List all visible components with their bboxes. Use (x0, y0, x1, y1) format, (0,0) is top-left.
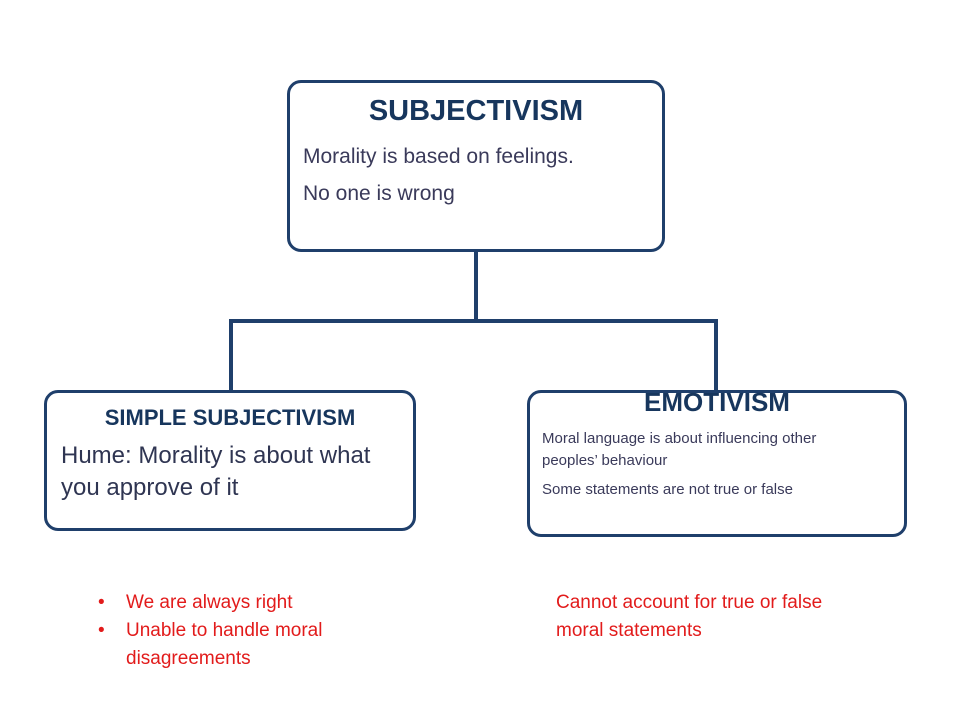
bullet-icon: • (98, 620, 105, 641)
bullet-icon: • (98, 592, 105, 613)
subjectivism-node: SUBJECTIVISM Morality is based on feelin… (287, 80, 665, 252)
criticism-item: • We are always right (98, 589, 398, 617)
simple-subjectivism-text: Hume: Morality is about what you approve… (61, 442, 371, 501)
emotivism-criticism: Cannot account for true or false moral s… (556, 592, 823, 641)
criticism-list: • We are always right • Unable to handle m… (98, 589, 398, 673)
simple-subjectivism-title: SIMPLE SUBJECTIVISM (104, 405, 356, 430)
emotivism-node: EMOTIVISM Moral language is about influe… (527, 387, 907, 537)
subjectivism-line-1: Morality is based on feelings. (303, 145, 574, 168)
emotivism-line-2: Some statements are not true or false (542, 481, 793, 498)
subjectivism-line-2: No one is wrong (303, 182, 455, 205)
criticism-item: • Unable to handle moral disagreements (98, 617, 398, 673)
criticism-text: Unable to handle moral disagreements (126, 620, 323, 669)
emotivism-line-1: Moral language is about influencing othe… (542, 430, 817, 469)
simple-subjectivism-node: SIMPLE SUBJECTIVISM Hume: Morality is ab… (44, 390, 416, 531)
subjectivism-title: SUBJECTIVISM (368, 95, 584, 127)
criticism-text: We are always right (126, 592, 293, 613)
simple-subjectivism-criticisms: • We are always right • Unable to handle m… (98, 589, 398, 673)
emotivism-title: EMOTIVISM (644, 387, 790, 417)
